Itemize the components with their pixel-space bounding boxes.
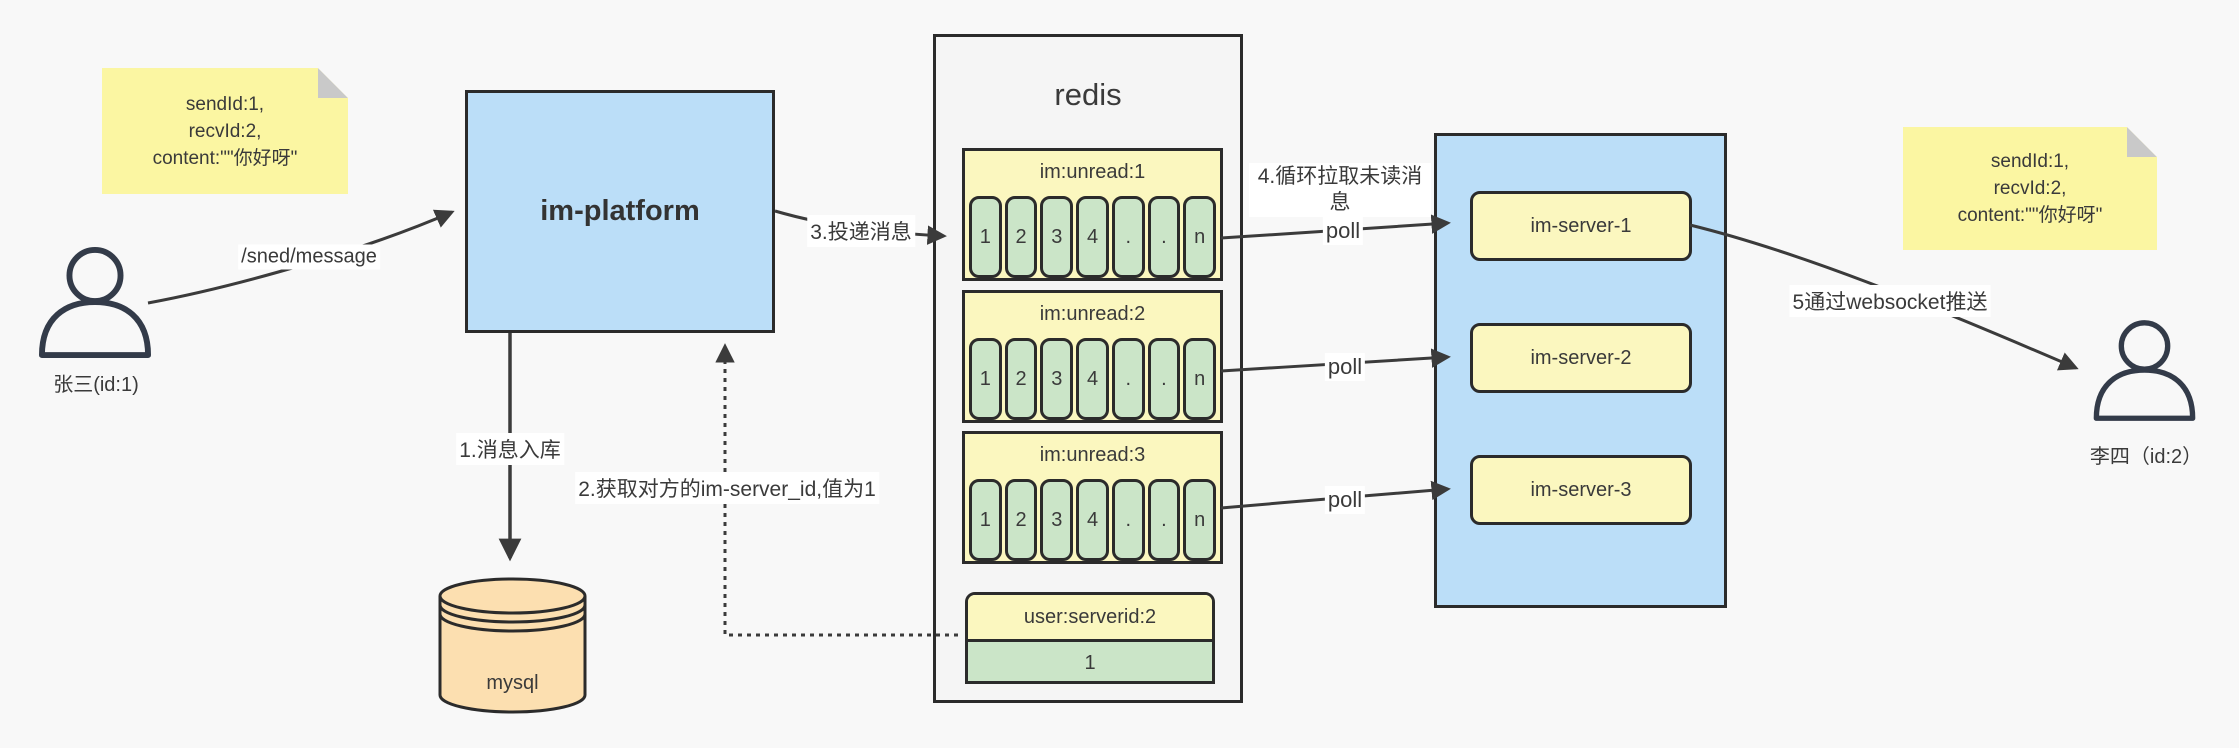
- edge-label-step1: 1.消息入库: [456, 433, 564, 465]
- edge-label-poll-2: poll: [1324, 353, 1366, 381]
- mysql-label: mysql: [486, 672, 539, 694]
- queue-cells: 1 2 3 4 . . n: [965, 479, 1220, 561]
- user-serverid-key: user:serverid:2: [968, 595, 1212, 639]
- edge-label-step3: 3.投递消息: [807, 215, 915, 247]
- mysql-database-icon: [438, 577, 587, 714]
- queue-cell: 4: [1076, 338, 1109, 420]
- queue-cell: 2: [1004, 479, 1038, 561]
- user-serverid-node: user:serverid:2 1: [965, 592, 1215, 684]
- edge-label-poll-1: poll: [1322, 217, 1364, 245]
- note-fold-icon: [2127, 127, 2157, 157]
- queue-cell: n: [1183, 338, 1217, 420]
- queue-im-unread-1: im:unread:1 1 2 3 4 . . n: [962, 148, 1223, 281]
- queue-cell: 1: [969, 196, 1002, 278]
- note-text: sendId:1, recvId:2, content:""你好呀": [1957, 151, 2103, 226]
- user-sender-icon: [39, 247, 151, 359]
- im-server-3-label: im-server-3: [1530, 478, 1632, 501]
- queue-header: im:unread:2: [1039, 303, 1146, 325]
- redis-container: redis im:unread:1 1 2 3 4 . . n im:unrea…: [933, 34, 1243, 703]
- queue-cell: .: [1147, 338, 1181, 420]
- queue-header: im:unread:1: [1039, 161, 1146, 183]
- redis-title: redis: [1054, 77, 1122, 112]
- queue-cells: 1 2 3 4 . . n: [965, 338, 1220, 420]
- queue-cells: 1 2 3 4 . . n: [965, 196, 1220, 278]
- queue-cell: .: [1111, 479, 1145, 561]
- queue-cell: .: [1147, 479, 1181, 561]
- queue-cell: 3: [1040, 479, 1074, 561]
- note-fold-icon: [318, 68, 348, 98]
- queue-header: im:unread:3: [1039, 444, 1146, 466]
- queue-cell: 1: [969, 479, 1002, 561]
- receiver-label: 李四（id:2）: [2089, 446, 2203, 468]
- edge-label-send-message: /sned/message: [238, 244, 380, 270]
- queue-cell: 1: [969, 338, 1002, 420]
- edge-label-step4: 4.循环拉取未读消息: [1249, 163, 1431, 217]
- queue-cell: 2: [1004, 196, 1038, 278]
- im-server-3-node: im-server-3: [1470, 455, 1692, 525]
- edge-label-step5: 5通过websocket推送: [1789, 285, 1991, 317]
- edge-label-step2: 2.获取对方的im-server_id,值为1: [575, 472, 879, 504]
- queue-im-unread-2: im:unread:2 1 2 3 4 . . n: [962, 290, 1223, 423]
- queue-cell: n: [1183, 479, 1217, 561]
- queue-im-unread-3: im:unread:3 1 2 3 4 . . n: [962, 431, 1223, 564]
- queue-cell: .: [1147, 196, 1181, 278]
- queue-cell: .: [1111, 338, 1145, 420]
- queue-cell: .: [1111, 196, 1145, 278]
- queue-cell: n: [1183, 196, 1217, 278]
- queue-cell: 4: [1076, 479, 1109, 561]
- queue-cell: 4: [1076, 196, 1109, 278]
- queue-cell: 3: [1040, 196, 1074, 278]
- queue-cell: 3: [1040, 338, 1074, 420]
- queue-cell: 2: [1004, 338, 1038, 420]
- edge-label-poll-3: poll: [1324, 486, 1366, 514]
- sender-label: 张三(id:1): [53, 374, 139, 396]
- note-text: sendId:1, recvId:2, content:""你好呀": [152, 93, 298, 169]
- user-serverid-value: 1: [968, 639, 1212, 681]
- im-server-2-label: im-server-2: [1530, 346, 1632, 369]
- message-payload-note-left: sendId:1, recvId:2, content:""你好呀": [102, 68, 348, 194]
- im-server-2-node: im-server-2: [1470, 323, 1692, 393]
- im-platform-node: im-platform: [465, 90, 775, 333]
- im-server-cluster: im-server-1 im-server-2 im-server-3: [1434, 133, 1727, 608]
- im-platform-label: im-platform: [540, 195, 700, 227]
- user-receiver-icon: [2093, 320, 2196, 421]
- im-server-1-label: im-server-1: [1530, 214, 1632, 237]
- im-server-1-node: im-server-1: [1470, 191, 1692, 261]
- message-payload-note-right: sendId:1, recvId:2, content:""你好呀": [1903, 127, 2157, 250]
